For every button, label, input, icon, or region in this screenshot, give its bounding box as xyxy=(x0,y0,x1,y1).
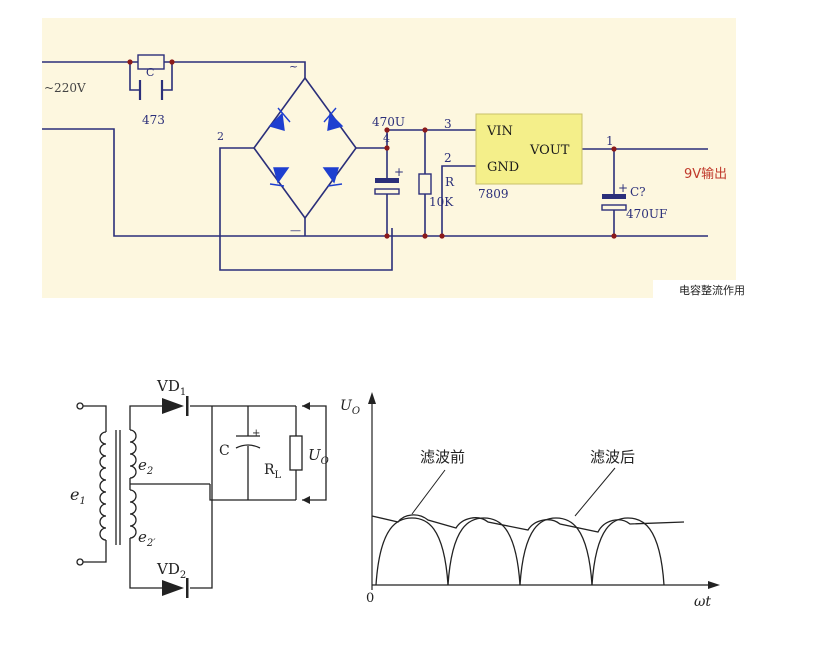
filter-capacitor: + xyxy=(374,165,404,195)
regulator-pin-vin-num: 3 xyxy=(444,117,452,131)
regulator-vout: VOUT xyxy=(529,143,570,158)
resistor-value: 10K xyxy=(429,195,454,209)
fullwave-diodes xyxy=(162,396,310,598)
vd2-label: VD2 xyxy=(156,560,186,581)
fullwave-wires xyxy=(76,402,327,589)
regulator-pin-vout-num: 1 xyxy=(606,134,614,148)
bridge-pin-left: 2 xyxy=(217,130,224,143)
output-label: 9V输出 xyxy=(684,166,727,182)
regulator-pin-gnd-num: 2 xyxy=(444,151,452,165)
load-label: RL xyxy=(264,462,282,481)
bridge-pin-top: ~ xyxy=(289,60,298,73)
cap-label: C xyxy=(219,443,230,459)
e2-prime-label: e2′ xyxy=(138,528,156,549)
wave-after-filter xyxy=(371,514,685,533)
bridge-diodes xyxy=(268,107,344,187)
uo-label: UO xyxy=(308,446,329,467)
junction-dots xyxy=(384,127,617,239)
vd1-label: VD1 xyxy=(156,377,186,398)
origin-label: 0 xyxy=(366,591,374,606)
waveform-axes xyxy=(371,396,716,590)
output-cap-value: 470UF xyxy=(626,207,667,221)
regulator-gnd: GND xyxy=(487,160,519,175)
rectifier-circuit-panel: + + ~220V C 473 ~ 2 4 — 470U R 10K 3 2 xyxy=(42,18,771,302)
bridge-pin-right: 4 xyxy=(383,132,390,145)
e1-label: e1 xyxy=(70,485,86,507)
cap-c-value: 473 xyxy=(142,113,165,127)
wave-before-filter xyxy=(375,517,665,586)
y-axis-label: UO xyxy=(340,398,360,417)
caption: 电容整流作用 xyxy=(653,280,771,302)
resistor-label: R xyxy=(445,175,455,189)
e2-label: e2 xyxy=(138,456,153,477)
regulator-vin: VIN xyxy=(486,124,513,139)
svg-text:+: + xyxy=(394,165,404,179)
diode-vd1 xyxy=(162,398,184,414)
circuit-wires xyxy=(42,61,708,271)
after-filter-label: 滤波后 xyxy=(590,448,635,466)
regulator-part: 7809 xyxy=(478,187,509,201)
diode-vd2 xyxy=(162,580,184,596)
rectifier-circuit-diagram: + + ~220V C 473 ~ 2 4 — 470U R 10K 3 2 xyxy=(42,54,727,271)
output-capacitor: + xyxy=(601,181,628,211)
svg-text:+: + xyxy=(252,428,260,439)
x-axis-label: ωt xyxy=(694,594,711,610)
bridge-pin-bottom: — xyxy=(290,224,301,237)
ac-input-label: ~220V xyxy=(44,81,86,95)
before-filter-label: 滤波前 xyxy=(420,448,465,466)
capacitor-c xyxy=(127,54,175,100)
output-cap-label: C? xyxy=(630,185,646,199)
regulator-7809 xyxy=(475,113,583,185)
svg-text:+: + xyxy=(618,181,628,195)
filter-cap-value: 470U xyxy=(372,115,405,129)
resistor-r xyxy=(418,173,432,195)
cap-c-label: C xyxy=(146,66,154,79)
